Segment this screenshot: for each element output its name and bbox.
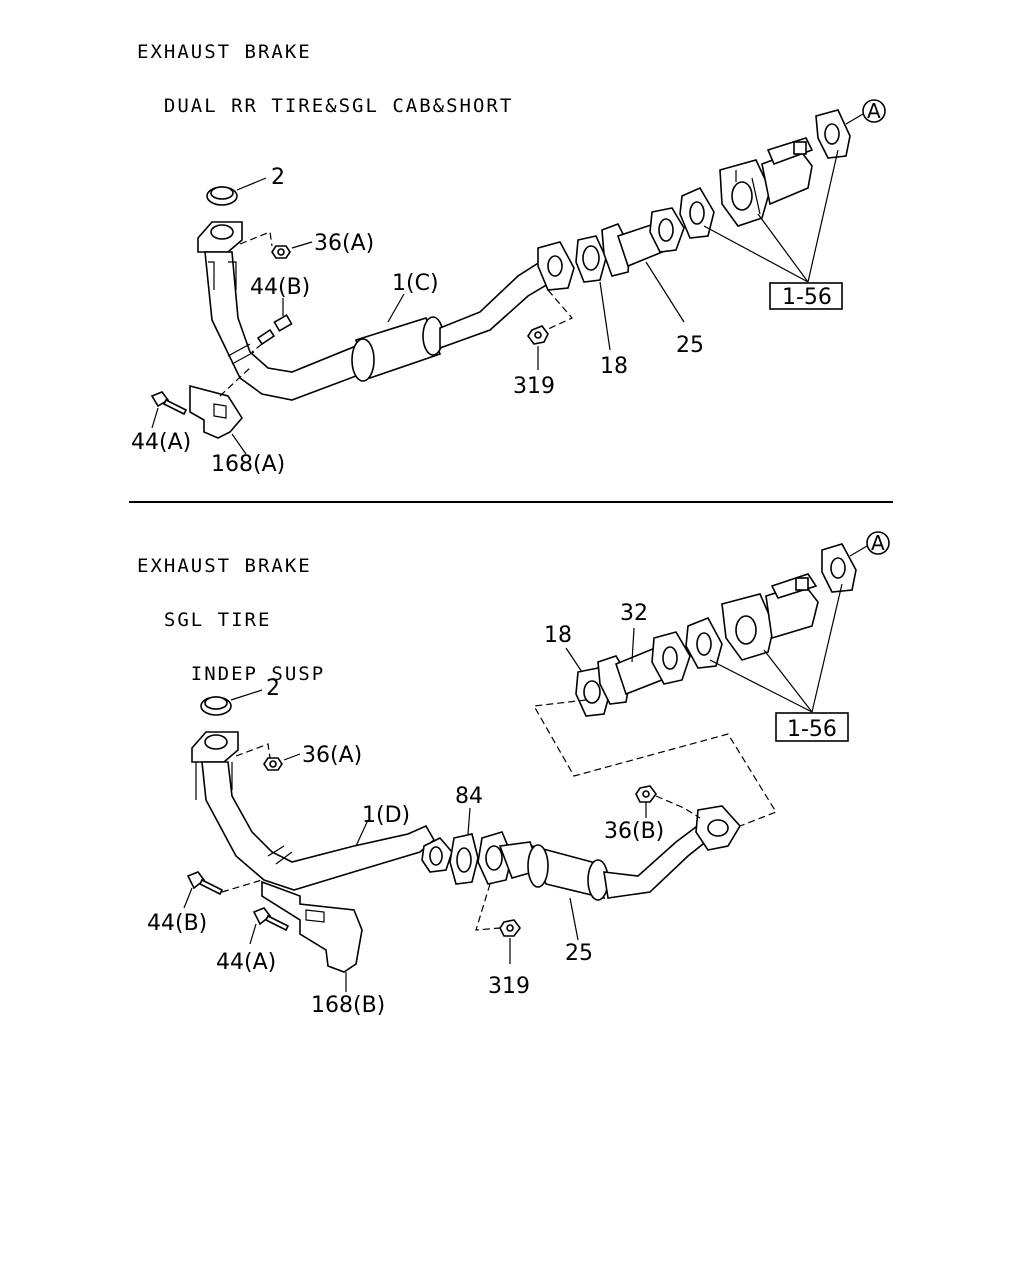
marker-a-top: A (845, 99, 886, 125)
callout-168b-bottom: 168(B) (311, 993, 385, 1018)
seal-ring-2-bottom (200, 689, 263, 716)
callout-84-bottom: 84 (455, 784, 483, 809)
callout-2-top: 2 (271, 165, 285, 190)
bolt-44a (150, 391, 188, 429)
callout-319-bottom: 319 (488, 974, 530, 999)
elbow-pipe-32 (597, 627, 691, 705)
ref-1-56-top: 1-56 (703, 149, 843, 310)
callout-44a-top: 44(A) (131, 430, 191, 455)
muffler-pipe-25-bottom (477, 805, 741, 941)
top-heading-line-1: EXHAUST BRAKE (137, 41, 312, 63)
nut-36b (635, 785, 701, 819)
exhaust-brake-valve-top (719, 137, 814, 227)
gasket-18-top (575, 235, 611, 351)
bolt-44a-bottom (249, 907, 290, 945)
callout-44b-bottom: 44(B) (147, 911, 207, 936)
top-heading-line-2: DUAL RR TIRE&SGL CAB&SHORT (137, 95, 514, 117)
callout-1d-bottom: 1(D) (362, 803, 410, 828)
bottom-heading-line-2: SGL TIRE (137, 609, 272, 631)
bolt-44b (251, 298, 293, 353)
front-exhaust-pipe-1c (197, 221, 575, 401)
valve-gasket-top-2 (815, 109, 851, 159)
bottom-diagram: 1-56 A 2 36(A) 1(D) 84 44(B) 44(A) 168(B… (147, 531, 890, 1018)
bolt-44b-bottom (183, 871, 263, 909)
valve-gasket-bottom-2 (821, 543, 857, 593)
bracket-168a (189, 365, 253, 455)
top-section-heading: EXHAUST BRAKE DUAL RR TIRE&SGL CAB&SHORT (137, 7, 513, 133)
callout-18-top: 18 (600, 354, 628, 379)
section-divider (129, 501, 893, 503)
marker-a-top-label: A (867, 99, 881, 123)
callout-25-top: 25 (676, 333, 704, 358)
assembly-dash-outline-bottom (533, 699, 777, 827)
callout-168a-top: 168(A) (211, 452, 285, 477)
callout-44b-top: 44(B) (250, 275, 310, 300)
bottom-heading-line-1: EXHAUST BRAKE (137, 555, 312, 577)
callout-1c-top: 1(C) (392, 271, 439, 296)
bottom-heading-line-3: INDEP SUSP (137, 663, 326, 685)
callout-2-bottom: 2 (266, 676, 280, 701)
callout-44a-bottom: 44(A) (216, 950, 276, 975)
nut-319-top (527, 289, 573, 370)
nut-36a (239, 231, 313, 259)
front-exhaust-pipe-1d (191, 731, 453, 891)
valve-gasket-top-1 (679, 186, 715, 239)
top-diagram: 1-56 A 2 36(A) 44(B) 1(C) 44(A) 168(A) 3… (131, 99, 886, 477)
valve-gasket-bottom-1 (685, 616, 723, 669)
exhaust-brake-valve-bottom (721, 573, 819, 661)
marker-a-bottom-label: A (871, 531, 885, 555)
callout-319-top: 319 (513, 374, 555, 399)
callout-36a-bottom: 36(A) (302, 743, 362, 768)
bracket-168b (261, 880, 363, 992)
callout-25-bottom: 25 (565, 941, 593, 966)
callout-18-bottom: 18 (544, 623, 572, 648)
ref-1-56-bottom: 1-56 (709, 583, 849, 742)
callout-36a-top: 36(A) (314, 231, 374, 256)
ref-1-56-bottom-label: 1-56 (787, 717, 837, 742)
bottom-section-heading: EXHAUST BRAKE SGL TIRE INDEP SUSP (137, 521, 325, 701)
ref-1-56-top-label: 1-56 (782, 285, 832, 310)
elbow-pipe-25-top (601, 207, 685, 323)
gasket-84 (449, 807, 479, 885)
seal-ring-2 (206, 177, 267, 206)
marker-a-bottom: A (849, 531, 890, 557)
nut-319-bottom (475, 883, 521, 964)
nut-36a-bottom (235, 743, 301, 771)
callout-32-bottom: 32 (620, 601, 648, 626)
callout-36b-bottom: 36(B) (604, 819, 664, 844)
